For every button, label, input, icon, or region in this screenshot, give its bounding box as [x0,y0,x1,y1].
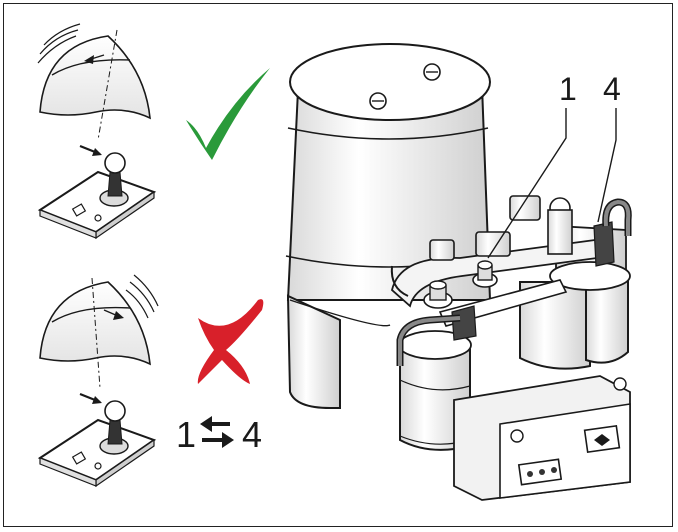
swap-indicator: 1 4 [176,414,262,455]
check-mark-icon [186,68,270,160]
swap-arrows-icon [200,416,234,448]
solenoid-relay-left [398,330,472,451]
diagram-frame [3,3,673,527]
cross-mark-icon [197,299,264,384]
propeller-incorrect-direction [39,274,159,389]
terminal-label-4: 4 [603,71,621,107]
callout-1: 1 [487,71,577,259]
swap-label-left: 1 [176,414,196,455]
power-cables [390,198,632,366]
swap-label-right: 4 [242,414,262,455]
propeller-correct-direction [37,23,151,141]
fittings [429,195,541,261]
joystick-panel-correct [37,144,157,240]
terminal-base [453,375,631,501]
terminal-post-left [423,280,453,309]
thruster-motor [285,43,492,409]
terminal-post-1 [472,260,498,288]
terminal-label-1: 1 [559,71,577,107]
joystick-panel-incorrect [37,392,157,488]
solenoid-relay-right [519,225,631,370]
callout-4: 4 [597,71,621,223]
